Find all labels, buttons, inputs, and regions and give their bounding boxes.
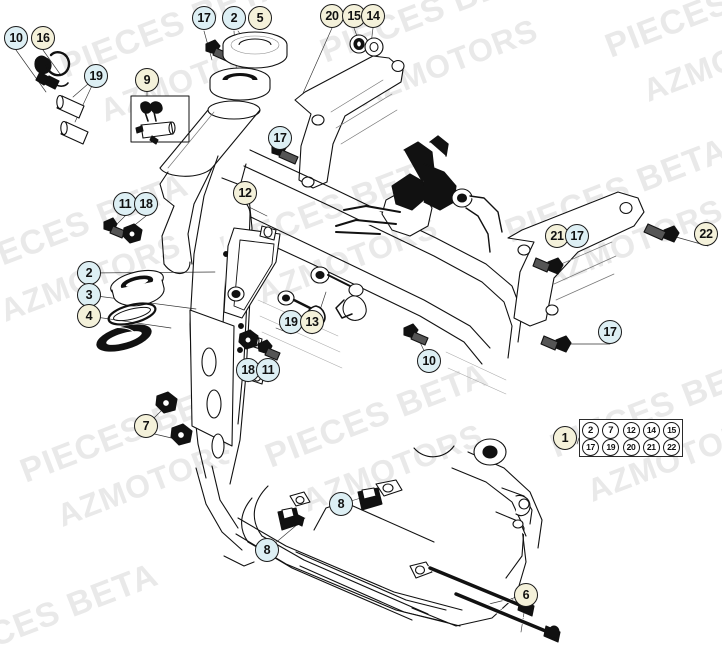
part-rear-section (451, 438, 543, 579)
part-bushing-19 (56, 94, 89, 145)
part-oring-3 (107, 302, 157, 326)
part-nut-18-b (238, 329, 259, 350)
part-bolt-17-middle (403, 323, 429, 346)
part-bearing-2-upper (209, 67, 271, 101)
part-left-lower-leg (195, 465, 255, 567)
callout-21[interactable]: 21 (545, 224, 569, 248)
callout-13[interactable]: 13 (300, 310, 324, 334)
legend-item[interactable]: 17 (582, 439, 599, 456)
callout-16[interactable]: 16 (31, 26, 55, 50)
callout-12[interactable]: 12 (233, 181, 257, 205)
part-clamp-16 (34, 51, 71, 90)
part-gusset (223, 227, 281, 319)
callout-10[interactable]: 10 (4, 26, 28, 50)
legend-box: 2 7 12 14 15 17 19 20 21 22 (579, 419, 683, 457)
part-rear-brackets (289, 479, 433, 579)
legend-item[interactable]: 20 (622, 439, 640, 456)
callout-1[interactable]: 1 (553, 426, 577, 450)
part-long-bolt-6-a (427, 565, 535, 617)
part-seal-2-lower (110, 269, 165, 307)
part-washer-14 (364, 37, 384, 57)
callout-17[interactable]: 17 (192, 6, 216, 30)
legend-item[interactable]: 14 (642, 422, 660, 439)
callout-19[interactable]: 19 (279, 310, 303, 334)
callout-2[interactable]: 2 (222, 6, 246, 30)
legend-row-2: 17 19 20 21 22 (581, 439, 681, 456)
part-down-tube (159, 167, 213, 275)
part-bracket-21 (507, 191, 645, 327)
part-engine-mounts (310, 266, 367, 321)
part-bolt-11-b (257, 339, 281, 361)
part-detail-box-9 (130, 95, 190, 145)
part-rubber-block-8-a (357, 487, 383, 511)
callout-11[interactable]: 11 (256, 358, 280, 382)
part-head-tube (159, 100, 261, 177)
callout-17[interactable]: 17 (565, 224, 589, 248)
part-nut-7-a (155, 391, 178, 414)
callout-14[interactable]: 14 (361, 4, 385, 28)
legend-item[interactable]: 21 (642, 439, 660, 456)
callout-8[interactable]: 8 (329, 492, 353, 516)
part-nut-18-a (122, 223, 143, 244)
callout-17[interactable]: 17 (598, 320, 622, 344)
callout-6[interactable]: 6 (514, 583, 538, 607)
part-seal-4 (96, 324, 152, 352)
callout-20[interactable]: 20 (320, 4, 344, 28)
callout-9[interactable]: 9 (135, 68, 159, 92)
legend-item[interactable]: 12 (622, 422, 640, 439)
callout-5[interactable]: 5 (248, 6, 272, 30)
callout-18[interactable]: 18 (134, 192, 158, 216)
part-bracket-20 (294, 55, 405, 189)
part-long-bolt-6-b (453, 591, 561, 643)
part-rubber-block-8-b (277, 507, 305, 531)
legend-item[interactable]: 19 (602, 439, 620, 456)
callout-7[interactable]: 7 (134, 414, 158, 438)
part-nut-7-b (170, 423, 193, 446)
part-bolt-17-right-upper (532, 257, 564, 275)
legend-item[interactable]: 22 (663, 439, 680, 456)
callout-2[interactable]: 2 (77, 261, 101, 285)
part-bolt-22 (643, 223, 680, 243)
part-bearing-5 (222, 31, 288, 69)
callout-17[interactable]: 17 (268, 126, 292, 150)
callout-22[interactable]: 22 (694, 222, 718, 246)
legend-row-1: 2 7 12 14 15 (581, 422, 681, 439)
callout-4[interactable]: 4 (77, 304, 101, 328)
legend-item[interactable]: 15 (663, 422, 680, 439)
legend-item[interactable]: 2 (582, 422, 599, 439)
callout-19[interactable]: 19 (84, 64, 108, 88)
legend-item[interactable]: 7 (602, 422, 620, 439)
callout-10[interactable]: 10 (417, 349, 441, 373)
callout-8[interactable]: 8 (255, 538, 279, 562)
part-linkage-cluster (335, 135, 503, 253)
part-bolt-17-right-lower (540, 335, 572, 353)
part-bolt-11-a (103, 217, 126, 239)
